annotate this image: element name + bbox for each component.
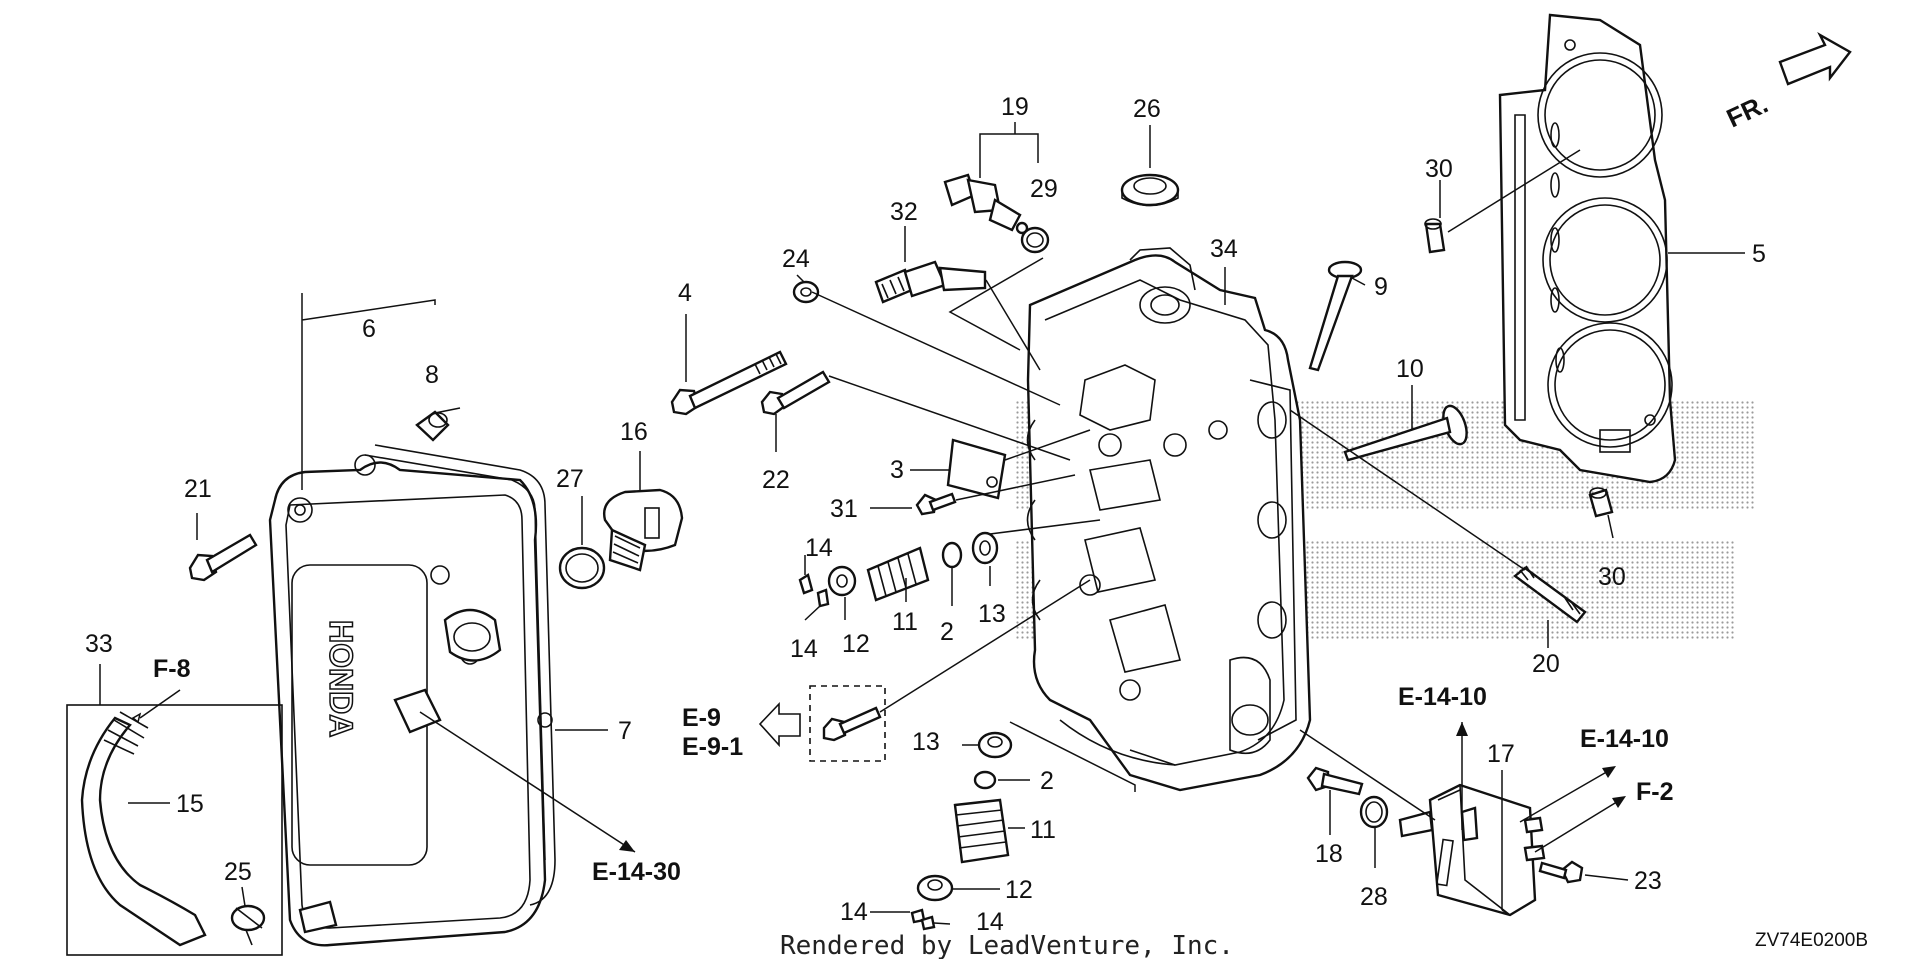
o-ring-28[interactable] [1359,795,1389,829]
callout-labels: 6 8 21 27 16 33 15 25 7 4 24 22 32 19 29… [85,93,1766,936]
callout-13a[interactable]: 13 [978,600,1006,628]
drawing-code: ZV74E0200B [1755,930,1868,951]
bolt-4[interactable] [670,350,788,416]
dowel-30a[interactable] [1424,218,1446,254]
ref-e-9-1[interactable]: E-9-1 [682,733,743,761]
svg-text:HONDA: HONDA [323,620,359,737]
callout-12b[interactable]: 12 [1005,876,1033,904]
ref-e-14-10-right[interactable]: E-14-10 [1580,725,1669,753]
cylinder-head[interactable] [1026,247,1312,792]
breather-tube[interactable] [66,704,283,956]
oil-seal[interactable] [1120,173,1180,207]
callout-28[interactable]: 28 [1360,883,1388,911]
ref-f-2[interactable]: F-2 [1636,778,1674,806]
callout-19[interactable]: 19 [1001,93,1029,121]
valve-9[interactable] [1308,260,1363,372]
hose-clip[interactable] [230,904,266,946]
callout-14c[interactable]: 14 [840,898,868,926]
fuel-pump[interactable] [1398,783,1546,917]
callout-11a[interactable]: 11 [892,608,918,636]
callout-14b[interactable]: 14 [790,635,818,663]
callout-31[interactable]: 31 [830,495,858,523]
valve-cotter-14-lower[interactable] [910,908,936,931]
ref-f-8[interactable]: F-8 [153,655,191,683]
ref-e-14-30[interactable]: E-14-30 [592,858,681,886]
valve-10[interactable] [1343,403,1471,462]
spring-seat-2-lower[interactable] [973,770,997,790]
callout-29[interactable]: 29 [1030,175,1058,203]
valve-seal-13-upper[interactable] [971,531,999,565]
callout-24[interactable]: 24 [782,245,810,273]
callout-10[interactable]: 10 [1396,355,1424,383]
callout-16[interactable]: 16 [620,418,648,446]
o-ring-27[interactable] [558,546,606,590]
callout-2a[interactable]: 2 [940,618,954,646]
callout-8[interactable]: 8 [425,361,439,389]
callout-22[interactable]: 22 [762,466,790,494]
callout-30b[interactable]: 30 [1598,563,1626,591]
dowel-30b[interactable] [1588,487,1614,518]
callout-27[interactable]: 27 [556,465,584,493]
spring-retainer-12-lower[interactable] [916,874,954,902]
bolt-22[interactable] [760,370,831,416]
valve-spring-11-upper[interactable] [866,546,930,602]
callout-4[interactable]: 4 [678,279,692,307]
cylinder-head-cover[interactable]: HONDA [268,444,556,947]
callout-32[interactable]: 32 [890,198,918,226]
callout-14a[interactable]: 14 [805,534,833,562]
front-direction-indicator: FR. [1722,32,1852,134]
section-references: F-8 E-9 E-9-1 E-14-30 E-14-10 E-14-10 F-… [153,655,1674,886]
ref-e-14-10-left[interactable]: E-14-10 [1398,683,1487,711]
bolt-23[interactable] [1538,860,1584,884]
callout-6[interactable]: 6 [362,315,376,343]
callout-21[interactable]: 21 [184,475,212,503]
callout-7[interactable]: 7 [618,717,632,745]
valve-spring-11-lower[interactable] [953,798,1010,864]
bolt-31[interactable] [915,492,957,516]
render-credit: Rendered by LeadVenture, Inc. [780,931,1234,959]
callout-3[interactable]: 3 [890,456,904,484]
plate-3[interactable] [946,438,1007,500]
callout-2b[interactable]: 2 [1040,767,1054,795]
bolt-18[interactable] [1306,766,1364,796]
callout-20[interactable]: 20 [1532,650,1560,678]
callout-33[interactable]: 33 [85,630,113,658]
bolt-ref-box[interactable] [809,685,886,762]
tube-kit-bracket [66,704,283,956]
head-gasket[interactable] [1498,13,1677,484]
spring-seat-2-upper[interactable] [941,541,963,569]
o-ring-29[interactable] [1020,226,1050,254]
valve-cotter-14-upper[interactable] [798,573,830,608]
spark-plug[interactable] [874,260,987,304]
callout-12a[interactable]: 12 [842,630,870,658]
callout-15[interactable]: 15 [176,790,204,818]
direction-label: FR. [1722,89,1773,134]
callout-14d[interactable]: 14 [976,908,1004,936]
stud-bolt[interactable] [1513,565,1587,624]
callout-23[interactable]: 23 [1634,867,1662,895]
washer-24[interactable] [792,280,820,304]
leader-lines [99,122,1745,925]
callout-5[interactable]: 5 [1752,240,1766,268]
dowel-8[interactable] [415,410,450,442]
bolt-21[interactable] [188,533,258,582]
callout-30a[interactable]: 30 [1425,155,1453,183]
temperature-sensor[interactable] [943,173,1029,235]
oil-filler-cap[interactable] [603,488,684,572]
callout-11b[interactable]: 11 [1030,816,1056,844]
callout-25[interactable]: 25 [224,858,252,886]
callout-13b[interactable]: 13 [912,728,940,756]
callout-34[interactable]: 34 [1210,235,1238,263]
valve-seal-13-lower[interactable] [977,731,1013,759]
ref-e-9[interactable]: E-9 [682,704,721,732]
callout-18[interactable]: 18 [1315,840,1343,868]
callout-9[interactable]: 9 [1374,273,1388,301]
callout-17[interactable]: 17 [1487,740,1515,768]
callout-26[interactable]: 26 [1133,95,1161,123]
arrow-to-e9[interactable] [758,701,801,748]
spring-retainer-12-upper[interactable] [827,565,857,597]
